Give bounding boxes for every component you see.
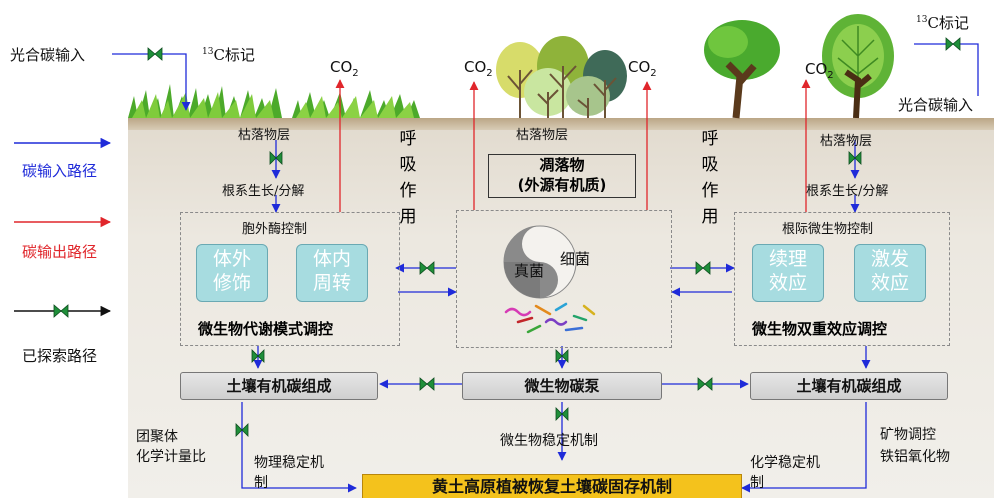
co2-label-1: CO2 <box>330 58 359 79</box>
resp-char: 吸 <box>701 155 719 175</box>
soil-carbon-left-box: 土壤有机碳组成 <box>180 372 378 400</box>
box-line: 修饰 <box>212 272 251 294</box>
resp-char: 作 <box>399 181 417 201</box>
physical-stability-line1: 物理稳定机 <box>254 455 324 471</box>
dual-effect-box <box>734 212 950 346</box>
co2-sub: 2 <box>352 68 359 79</box>
explored-markers <box>53 37 961 437</box>
c13-right-label: 13C标记 <box>916 12 969 33</box>
metabolic-control-box <box>180 212 400 346</box>
respiration-label-left: 呼 吸 作 用 <box>398 126 418 230</box>
enzyme-control-label: 胞外酶控制 <box>242 222 308 237</box>
c13-left-text: C标记 <box>213 46 255 64</box>
resp-char: 作 <box>701 181 719 201</box>
microbial-stability-label: 微生物稳定机制 <box>500 433 598 449</box>
box-line: 效应 <box>870 272 909 294</box>
legend-explored-label: 已探索路径 <box>22 347 98 365</box>
fallen-line1: 凋落物 <box>539 156 585 174</box>
root-growth-right: 根系生长/分解 <box>806 184 889 199</box>
co2-base: CO <box>628 58 651 76</box>
box-line: 激发 <box>870 248 909 270</box>
co2-base: CO <box>330 58 353 76</box>
root-growth-left: 根系生长/分解 <box>222 184 305 199</box>
dual-effect-title: 微生物双重效应调控 <box>752 320 888 338</box>
photo-input-right-label: 光合碳输入 <box>898 96 974 114</box>
box-line: 周转 <box>312 272 351 294</box>
rhizo-control-label: 根际微生物控制 <box>782 222 874 237</box>
co2-label-2: CO2 <box>464 58 493 79</box>
legend-output-label: 碳输出路径 <box>22 243 98 261</box>
box-line: 体内 <box>312 248 351 270</box>
co2-sub: 2 <box>650 68 657 79</box>
respiration-label-right: 呼 吸 作 用 <box>700 126 720 230</box>
litter-right: 枯落物层 <box>820 134 873 149</box>
tree-right-2-icon <box>815 14 900 119</box>
legend-input-label: 碳输入路径 <box>22 162 98 180</box>
resp-char: 用 <box>399 207 417 227</box>
tree-cluster-icon <box>496 36 627 118</box>
co2-base: CO <box>805 60 828 78</box>
resp-char: 呼 <box>399 129 417 149</box>
co2-sub: 2 <box>486 68 493 79</box>
photo-input-left-label: 光合碳输入 <box>10 46 86 64</box>
microbe-squiggles-icon <box>504 302 596 334</box>
aggregate-label-line1: 团聚体 <box>136 429 178 445</box>
internal-turnover-box: 体内 周转 <box>296 244 368 302</box>
chemical-stability-line2: 制 <box>750 475 764 491</box>
litter-left: 枯落物层 <box>238 128 291 143</box>
aggregate-label-line2: 化学计量比 <box>136 449 206 465</box>
litter-center: 枯落物层 <box>516 128 569 143</box>
mineral-control-line2: 铁铝氧化物 <box>880 449 950 465</box>
external-modification-box: 体外 修饰 <box>196 244 268 302</box>
fungi-label: 真菌 <box>514 262 545 280</box>
box-line: 效应 <box>768 272 807 294</box>
microbe-box <box>456 210 672 348</box>
fallen-matter-box: 凋落物 (外源有机质) <box>488 154 636 198</box>
resp-char: 吸 <box>399 155 417 175</box>
soil-surface <box>128 118 994 130</box>
c13-right-sup: 13 <box>916 15 928 25</box>
soil-background <box>128 128 994 498</box>
mineral-control-line1: 矿物调控 <box>880 427 936 443</box>
resp-char: 用 <box>701 207 719 227</box>
fallen-line2: (外源有机质) <box>517 176 607 194</box>
main-title-box: 黄土高原植被恢复土壤碳固存机制 <box>362 474 742 498</box>
c13-left-sup: 13 <box>202 47 214 57</box>
resp-char: 呼 <box>701 129 719 149</box>
photo-input-right-line <box>914 43 979 96</box>
photo-input-left-arrow <box>112 53 191 111</box>
co2-sub: 2 <box>827 70 834 81</box>
microbial-carbon-pump-box: 微生物碳泵 <box>462 372 662 400</box>
grass-left-icon <box>128 84 282 118</box>
chemical-stability-line1: 化学稳定机 <box>750 455 820 471</box>
co2-base: CO <box>464 58 487 76</box>
box-line: 续理 <box>768 248 807 270</box>
box-line: 体外 <box>212 248 251 270</box>
priming-effect-box: 激发 效应 <box>854 244 926 302</box>
continuation-effect-box: 续理 效应 <box>752 244 824 302</box>
c13-right-text: C标记 <box>927 14 969 32</box>
co2-label-4: CO2 <box>805 60 834 81</box>
yin-yang-icon <box>503 225 596 334</box>
soil-carbon-right-box: 土壤有机碳组成 <box>750 372 948 400</box>
co2-label-3: CO2 <box>628 58 657 79</box>
grass-middle-icon <box>292 90 420 118</box>
tree-right-1-icon <box>700 14 820 119</box>
bacteria-label: 细菌 <box>560 250 591 268</box>
physical-stability-line2: 制 <box>254 475 268 491</box>
metabolic-control-title: 微生物代谢模式调控 <box>198 320 334 338</box>
c13-left-label: 13C标记 <box>202 44 255 65</box>
